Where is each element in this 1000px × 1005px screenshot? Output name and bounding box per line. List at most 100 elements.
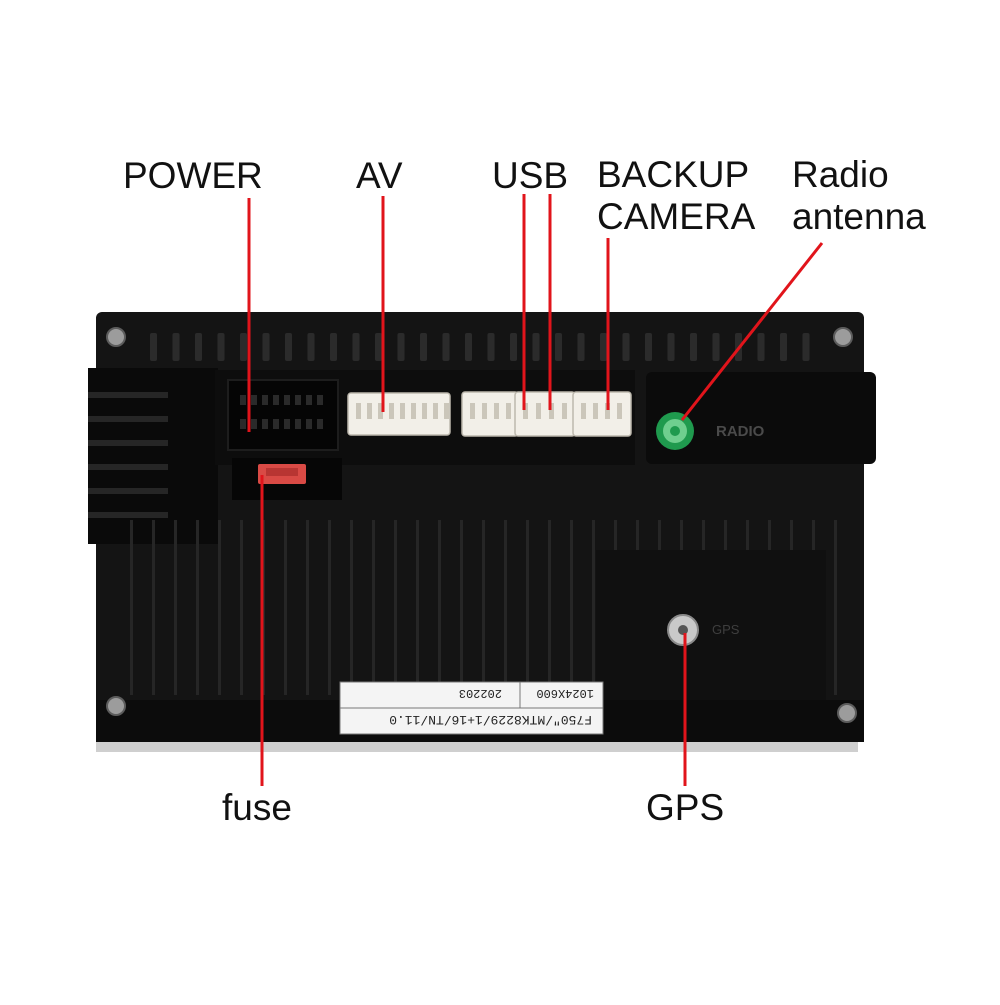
power-pin (306, 395, 312, 405)
label-model-line: F750"/MTK8229/1+16/TN/11.0 (389, 712, 592, 727)
vent-slot (622, 333, 630, 361)
vent-slot (150, 333, 157, 361)
vent-slot (285, 333, 292, 361)
power-pin (284, 419, 290, 429)
connector-pin (367, 403, 372, 419)
vent-slot (217, 333, 225, 361)
power-pin (306, 419, 312, 429)
label-date: 202203 (459, 686, 502, 700)
heatsink-fin (88, 488, 168, 494)
callout-av: AV (356, 155, 403, 196)
top-vent-slots (150, 333, 810, 361)
callout-usb: USB (492, 155, 569, 196)
gps-panel (596, 550, 826, 700)
vent-slot (645, 333, 652, 361)
vent-slot (307, 333, 315, 361)
power-pin (284, 395, 290, 405)
rib-line (196, 520, 199, 695)
power-socket (227, 379, 339, 451)
power-pin (262, 419, 268, 429)
rib-line (240, 520, 243, 695)
gps-port-marking: GPS (712, 622, 740, 637)
rib-line (130, 520, 133, 695)
callout-backup-camera: BACKUP CAMERA (597, 154, 755, 238)
vent-slot (600, 333, 607, 361)
rib-line (152, 520, 155, 695)
vent-slot (667, 333, 675, 361)
callout-fuse: fuse (222, 787, 292, 828)
vent-slot (780, 333, 787, 361)
vent-slot (757, 333, 765, 361)
power-pin (262, 395, 268, 405)
vent-slot (532, 333, 540, 361)
connector-pin (422, 403, 427, 419)
connector-pin (536, 403, 541, 419)
vent-slot (240, 333, 247, 361)
heatsink-fins (88, 392, 168, 518)
connector-pin (411, 403, 416, 419)
radio-port-marking: RADIO (716, 423, 765, 440)
connector-pin (605, 403, 610, 419)
leader-radio-antenna (680, 242, 824, 421)
lower-ribs (130, 520, 837, 700)
rib-line (438, 520, 441, 695)
rib-line (482, 520, 485, 695)
screw-top-left (106, 327, 126, 347)
connector-pin (549, 403, 554, 419)
rib-line (372, 520, 375, 695)
vent-slot (690, 333, 697, 361)
vent-slot (330, 333, 337, 361)
screw-top-right (833, 327, 853, 347)
rib-line (834, 520, 837, 695)
connector-pin (506, 403, 511, 419)
rib-line (218, 520, 221, 695)
connector-pin (470, 403, 475, 419)
connector-pin (389, 403, 394, 419)
power-pin (240, 395, 246, 405)
gps-port-core (678, 625, 688, 635)
rib-line (570, 520, 573, 695)
connector-pin (593, 403, 598, 419)
power-pin (317, 419, 323, 429)
callout-backup-camera-line-2: CAMERA (597, 196, 756, 237)
vent-slot (352, 333, 360, 361)
power-pin (251, 419, 257, 429)
connector-pin (562, 403, 567, 419)
callout-radio-antenna-line-1: Radio (792, 154, 889, 195)
connector-pin (378, 403, 383, 419)
rib-line (306, 520, 309, 695)
rib-line (592, 520, 595, 695)
rib-line (284, 520, 287, 695)
rib-line (504, 520, 507, 695)
vent-slot (577, 333, 585, 361)
rib-line (416, 520, 419, 695)
rib-line (548, 520, 551, 695)
callout-backup-camera-line-1: BACKUP (597, 154, 750, 195)
vent-slot (195, 333, 202, 361)
heatsink-fin (88, 392, 168, 398)
heatsink-fin (88, 464, 168, 470)
vent-slot (172, 333, 180, 361)
power-pin (251, 395, 257, 405)
radio-port-core (670, 426, 680, 436)
screw-bottom-right (837, 703, 857, 723)
vent-slot (465, 333, 472, 361)
label-resolution: 1024X600 (536, 686, 594, 700)
connector-pin (482, 403, 487, 419)
connector-pin (356, 403, 361, 419)
vent-slot (420, 333, 427, 361)
power-pin (240, 419, 246, 429)
rib-line (328, 520, 331, 695)
callout-radio-antenna: Radio antenna (792, 154, 926, 238)
rib-line (174, 520, 177, 695)
rib-line (460, 520, 463, 695)
vent-slot (555, 333, 562, 361)
backup-camera-connector (572, 391, 632, 437)
vent-slot (262, 333, 270, 361)
callout-gps: GPS (646, 787, 725, 828)
leader-lines (247, 194, 824, 786)
power-pin (273, 419, 279, 429)
screw-bottom-left (106, 696, 126, 716)
